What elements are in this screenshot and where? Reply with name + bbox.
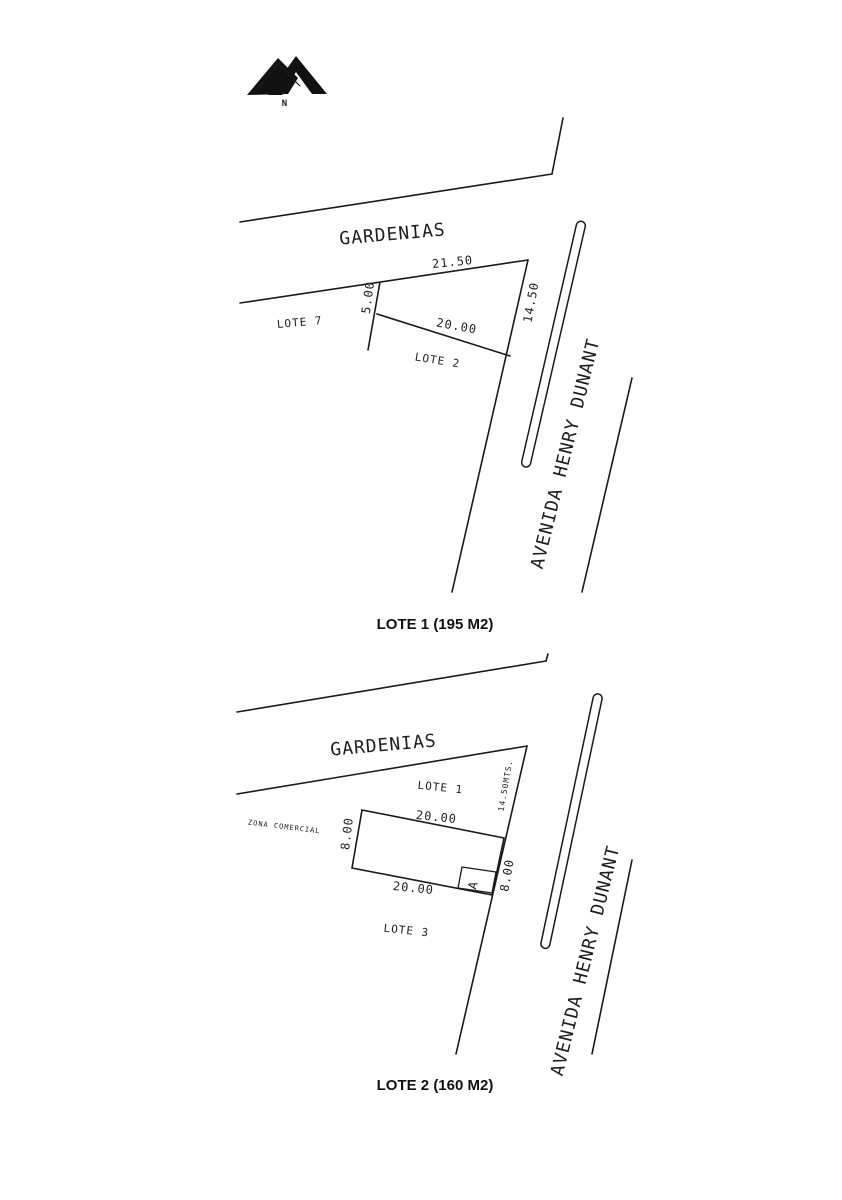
dim-inner-label: 20.00: [435, 316, 478, 337]
avenue-median: [520, 220, 587, 468]
avenue-label: AVENIDA HENRY DUNANT: [527, 336, 605, 571]
lot-west-boundary: [367, 281, 381, 351]
gardenias-south-edge-2: [236, 745, 528, 795]
gardenias-north-edge: [239, 173, 553, 223]
corner-edge-2: [545, 653, 549, 662]
avenue-label-2: AVENIDA HENRY DUNANT: [547, 843, 625, 1078]
lot-east-boundary-2: [455, 745, 528, 1055]
dim-bottom-label-2: 20.00: [392, 879, 434, 897]
dim-top-label: 21.50: [431, 253, 473, 271]
dim-right-label-2: 8.00: [497, 858, 517, 893]
dim-top-label-2: 20.00: [415, 808, 457, 826]
street-gardenias-label-2: GARDENIAS: [330, 730, 438, 760]
marker-label: A: [465, 879, 481, 891]
marker-box: [457, 866, 497, 894]
lot-2-label: LOTE 2: [414, 351, 461, 371]
caption-lote-2: LOTE 2 (160 M2): [377, 1077, 494, 1094]
lot-7-label: LOTE 7: [276, 314, 323, 331]
zona-comercial-label: ZONA COMERCIAL: [248, 819, 321, 836]
corner-edge: [551, 117, 564, 175]
lot-2-outline: [351, 809, 505, 896]
plan-lote-1: GARDENIAS 21.50 5.00 20.00 14.50 LOTE 7 …: [239, 117, 633, 633]
dim-left-label: 5.00: [359, 280, 377, 315]
gardenias-north-edge-2: [236, 660, 547, 713]
dim-right-label: 14.50: [521, 281, 542, 324]
lot-1-label: LOTE 1: [417, 779, 464, 797]
plan-lote-2: GARDENIAS LOTE 1 14.50MTS. ZONA COMERCIA…: [236, 653, 633, 1094]
mountain-logo-icon: N: [247, 56, 327, 109]
avenue-east-edge: [581, 377, 633, 593]
street-gardenias-label: GARDENIAS: [339, 219, 447, 249]
lot-inner-boundary: [376, 313, 511, 357]
logo-letter: N: [282, 99, 288, 109]
lot-3-label: LOTE 3: [383, 922, 430, 940]
dim-left-label-2: 8.00: [338, 816, 356, 850]
gardenias-south-edge: [239, 259, 529, 304]
lot-east-boundary: [451, 259, 529, 593]
dim-corner-label: 14.50MTS.: [497, 759, 515, 812]
avenue-median-2: [540, 693, 603, 950]
avenue-east-edge-2: [591, 859, 633, 1055]
caption-lote-1: LOTE 1 (195 M2): [377, 616, 494, 633]
